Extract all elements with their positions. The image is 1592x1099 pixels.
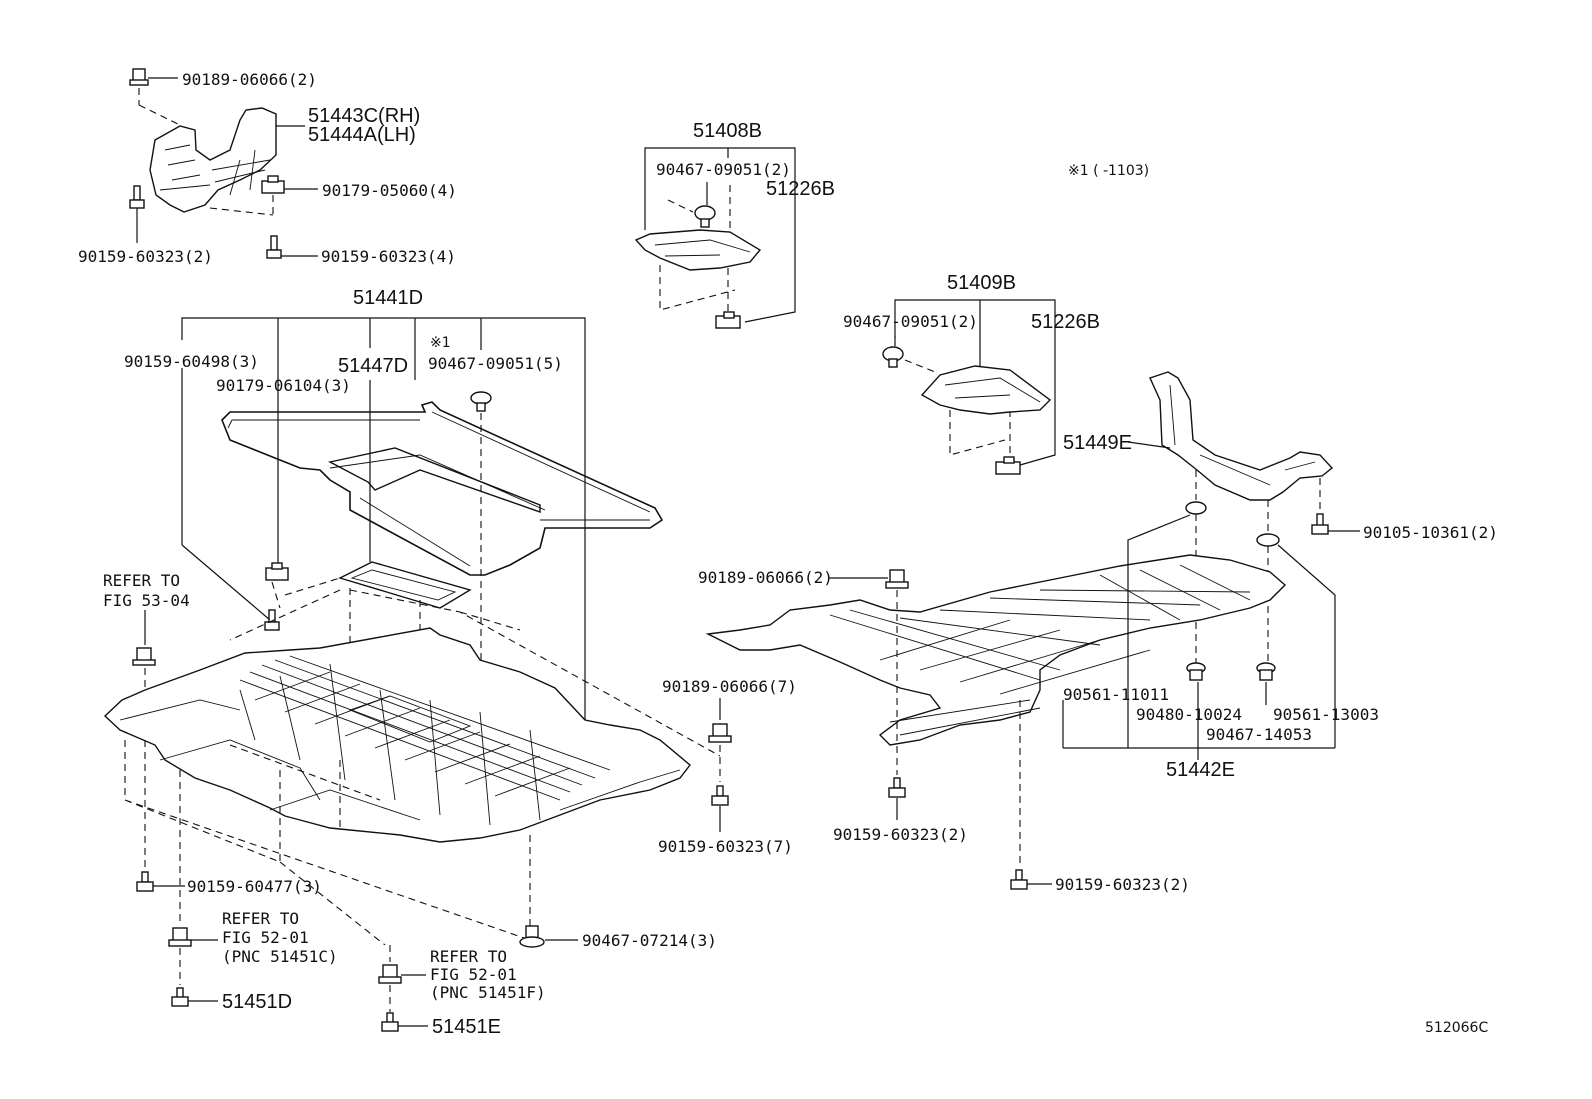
bolt-icon — [888, 777, 906, 798]
cushion-icon — [1256, 533, 1280, 547]
callout-51449e: 51449E — [1063, 432, 1132, 454]
cover-51409b-group: 51409B 90467-09051(2) 51226B — [843, 272, 1100, 475]
nut-icon — [1256, 662, 1276, 681]
cover-51408b-group: 51408B 90467-09051(2) 51226B — [634, 120, 835, 329]
callout-90105-10361: 90105-10361(2) — [1363, 523, 1498, 542]
retainer-icon — [715, 311, 741, 329]
callout-90159-60323-mid7: 90159-60323(7) — [658, 837, 793, 856]
cover-51441d-group: 51441D 90159-60498(3) 90179-06104(3) 514… — [124, 287, 664, 830]
callout-90189-06066-right2: 90189-06066(2) — [698, 568, 833, 587]
clip-icon — [470, 391, 492, 412]
clip-icon — [519, 925, 545, 948]
callout-90561-13003: 90561-13003 — [1273, 705, 1379, 724]
bolt-icon — [136, 871, 154, 892]
bolt-icon — [381, 1012, 399, 1032]
refer-52-01-f-line3: (PNC 51451F) — [430, 983, 546, 1002]
service-plate-part — [338, 561, 472, 609]
bolt-icon — [264, 609, 280, 631]
fender-bracket-part — [149, 107, 277, 213]
callout-90159-60323-left2: 90159-60323(2) — [78, 247, 213, 266]
callout-90179-05060: 90179-05060(4) — [322, 181, 457, 200]
clip-icon — [882, 346, 904, 368]
refer-52-01-c-line2: FIG 52-01 — [222, 928, 309, 947]
bolt-icon — [171, 987, 189, 1007]
callout-51451e: 51451E — [432, 1016, 501, 1038]
callout-51226b-b: 51226B — [1031, 311, 1100, 333]
callout-51441d: 51441D — [353, 287, 423, 309]
callout-90467-09051-2b: 90467-09051(2) — [843, 312, 978, 331]
crossmember-brace-part — [1149, 371, 1334, 501]
gasket-inner-panel — [327, 447, 541, 513]
splash-shield-2-part — [920, 365, 1052, 415]
splash-shield-part — [634, 229, 762, 271]
note-1-legend: ※1 ( -1103) — [1068, 163, 1149, 179]
callout-51451d: 51451D — [222, 991, 292, 1013]
callout-51447d: 51447D — [338, 355, 408, 377]
note-1-marker: ※1 — [430, 335, 451, 351]
callout-51408b: 51408B — [693, 120, 762, 142]
callout-90159-60323-right2b: 90159-60323(2) — [1055, 875, 1190, 894]
callout-90561-11011: 90561-11011 — [1063, 685, 1169, 704]
callout-51226b-a: 51226B — [766, 178, 835, 200]
callout-51442e: 51442E — [1166, 759, 1235, 781]
callout-90189-06066-top: 90189-06066(2) — [182, 70, 317, 89]
nut-icon — [265, 562, 289, 581]
clip-icon — [694, 205, 716, 228]
figure-id: 512066C — [1425, 1020, 1488, 1036]
callout-90179-06104: 90179-06104(3) — [216, 376, 351, 395]
clip-icon — [885, 569, 909, 589]
callout-90467-14053: 90467-14053 — [1206, 725, 1312, 744]
callout-90467-09051-5: 90467-09051(5) — [428, 354, 563, 373]
callout-51443c: 51443C(RH) — [308, 105, 420, 127]
callout-90159-60323-right2a: 90159-60323(2) — [833, 825, 968, 844]
refer-52-01-c-line1: REFER TO — [222, 909, 299, 928]
callout-90159-60323-left4: 90159-60323(4) — [321, 247, 456, 266]
refer-53-04-line2: FIG 53-04 — [103, 591, 190, 610]
refer-52-01-f-line1: REFER TO — [430, 947, 507, 966]
bolt-icon — [266, 235, 282, 259]
center-fasteners-group: 90189-06066(7) 90159-60323(7) — [658, 677, 797, 856]
gasket-seal-part — [221, 401, 664, 576]
callout-90159-60498: 90159-60498(3) — [124, 352, 259, 371]
bolt-icon — [711, 785, 729, 806]
retainer-icon — [995, 456, 1021, 475]
callout-90467-07214: 90467-07214(3) — [582, 931, 717, 950]
brace-51449e-group: 51449E 90105-10361(2) — [1063, 371, 1498, 542]
bolt-icon — [1010, 869, 1028, 890]
under-cover-main-part — [103, 627, 691, 843]
rear-under-cover-ribs — [829, 564, 1251, 736]
callout-51409b: 51409B — [947, 272, 1016, 294]
callout-90189-06066-mid7: 90189-06066(7) — [662, 677, 797, 696]
callout-90159-60477: 90159-60477(3) — [187, 877, 322, 896]
clip-icon — [378, 964, 402, 984]
bolt-icon — [1311, 513, 1329, 535]
clip-icon — [132, 647, 156, 666]
engine-under-cover-group: REFER TO FIG 53-04 90159-60477(3) — [103, 571, 721, 1038]
under-cover-ribs — [119, 655, 681, 826]
refer-52-01-f-line2: FIG 52-01 — [430, 965, 517, 984]
clip-icon — [168, 927, 192, 947]
clip-icon — [708, 723, 732, 743]
callout-51444a: 51444A(LH) — [308, 124, 416, 146]
refer-53-04-line1: REFER TO — [103, 571, 180, 590]
under-cover-51442e-group: 90189-06066(2) 90159-60323(2) 90159-6032… — [698, 501, 1379, 894]
fender-bracket-group: 90189-06066(2) 51443C(RH) 51444A(LH) 901… — [78, 68, 457, 266]
clip-fastener-icon — [129, 68, 149, 86]
bolt-icon — [129, 185, 145, 209]
callout-90467-09051-2a: 90467-09051(2) — [656, 160, 791, 179]
refer-52-01-c-line3: (PNC 51451C) — [222, 947, 338, 966]
nut-icon — [261, 175, 285, 194]
nut-icon — [1186, 662, 1206, 681]
cushion-icon — [1185, 501, 1207, 515]
callout-90480-10024: 90480-10024 — [1136, 705, 1242, 724]
